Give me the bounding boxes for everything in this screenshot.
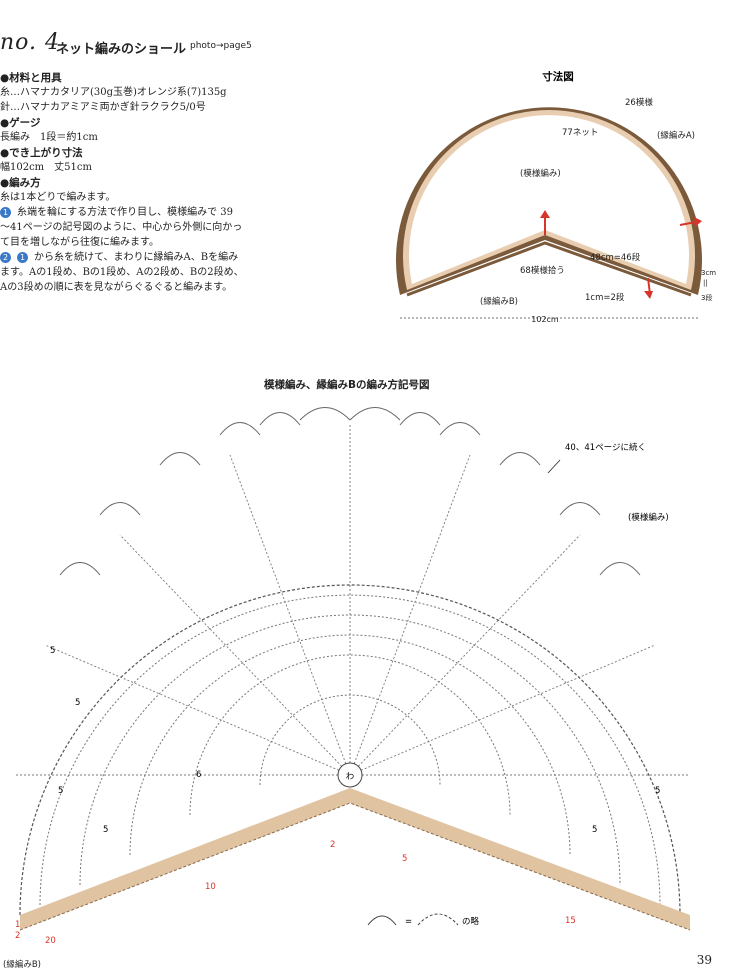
- chart-outer-edge: [19, 584, 681, 916]
- photo-reference: photo→page5: [190, 41, 252, 51]
- label-width: 102cm: [531, 315, 559, 324]
- label-77-net: 77ネット: [562, 128, 598, 138]
- pattern-row-5c: 5: [58, 786, 63, 796]
- chart-title: 模様編み、縁編みBの編み方記号図: [264, 379, 430, 391]
- step1-number: 1: [0, 207, 11, 218]
- legend-equals: =: [405, 917, 412, 927]
- pattern-row-5e: 5: [655, 786, 660, 796]
- row-number-2b: 2: [15, 931, 20, 941]
- chart-scallops: [59, 407, 641, 576]
- label-68-pick: 68模様拾う: [520, 265, 565, 276]
- row-number-5: 5: [402, 854, 407, 864]
- size-diagram: 寸法図 26模様 77ネット (縁編みA) (模様編み) 48cm=46段 68…: [396, 70, 716, 324]
- row-number-15: 15: [565, 916, 576, 926]
- edge-b-band: [406, 241, 692, 297]
- label-26-patterns: 26模様: [625, 97, 653, 108]
- legend-chain-icon: [417, 913, 459, 926]
- size-diagram-title: 寸法図: [542, 70, 574, 83]
- label-edge-b: (縁編みB): [480, 296, 518, 307]
- row-number-20: 20: [45, 936, 56, 946]
- pattern-row-5b: 5: [75, 698, 80, 708]
- label-pattern: (模様編み): [520, 168, 561, 179]
- shawl-body: [409, 115, 689, 284]
- chart-ring-4: [189, 654, 511, 816]
- pattern-row-5d: 5: [103, 825, 108, 835]
- crochet-chart: わ 40、41ページに続く (模様編み) 2 5 10 15 20 1 2 5 …: [15, 407, 691, 946]
- pattern-number: no. 4: [0, 30, 61, 55]
- method-intro: 糸は1本どりで編みます。: [0, 192, 116, 203]
- row-number-1: 1: [15, 920, 20, 930]
- edge-b-inner-line: [19, 802, 691, 931]
- gauge-text: 長編み 1段＝約1cm: [0, 132, 98, 143]
- chart-ring-2: [79, 614, 621, 886]
- label-3cm: 3cm: [701, 269, 716, 277]
- size-text: 幅102cm 丈51cm: [0, 162, 92, 173]
- chart-radials: [15, 425, 690, 776]
- legend-arch-icon: [367, 915, 397, 926]
- legend-text: の略: [462, 916, 480, 927]
- pattern-row-5f: 5: [592, 825, 597, 835]
- label-48cm: 48cm=46段: [590, 252, 641, 263]
- size-heading: ●でき上がり寸法: [0, 147, 83, 159]
- chart-ring-1: [39, 594, 661, 906]
- pattern-title: ネット編みのショール: [56, 42, 187, 57]
- instructions: ●材料と用具 糸…ハマナカタリア(30g玉巻)オレンジ系(7)135g 針…ハマ…: [0, 70, 290, 295]
- step2-number: 2: [0, 252, 11, 263]
- step2-ref-number: 1: [17, 252, 28, 263]
- pattern-label: (模様編み): [628, 512, 669, 523]
- materials-needle: 針…ハマナカアミアミ両かぎ針ラクラク5/0号: [0, 102, 206, 113]
- pattern-row-6: 6: [196, 770, 201, 780]
- materials-yarn: 糸…ハマナカタリア(30g玉巻)オレンジ系(7)135g: [0, 87, 227, 98]
- materials-heading: ●材料と用具: [0, 72, 62, 84]
- row-number-2: 2: [330, 840, 335, 850]
- gauge-heading: ●ゲージ: [0, 117, 41, 129]
- continue-note: 40、41ページに続く: [565, 442, 646, 453]
- label-edge-a: (縁編みA): [657, 130, 695, 141]
- direction-arrows: [540, 210, 702, 299]
- row-number-10: 10: [205, 882, 216, 892]
- legend: = の略: [367, 913, 480, 927]
- method-heading: ●編み方: [0, 177, 41, 189]
- pattern-row-5a: 5: [50, 646, 55, 656]
- edge-b-label: (縁編みB): [3, 960, 41, 970]
- center-ring-label: わ: [346, 772, 355, 782]
- edge-b-tan-band: [20, 788, 690, 930]
- center-ring: [337, 762, 363, 788]
- label-equals: ||: [703, 279, 708, 287]
- label-3-rows: 3段: [701, 293, 712, 302]
- page-number: 39: [696, 953, 712, 967]
- label-1cm: 1cm=2段: [585, 292, 625, 303]
